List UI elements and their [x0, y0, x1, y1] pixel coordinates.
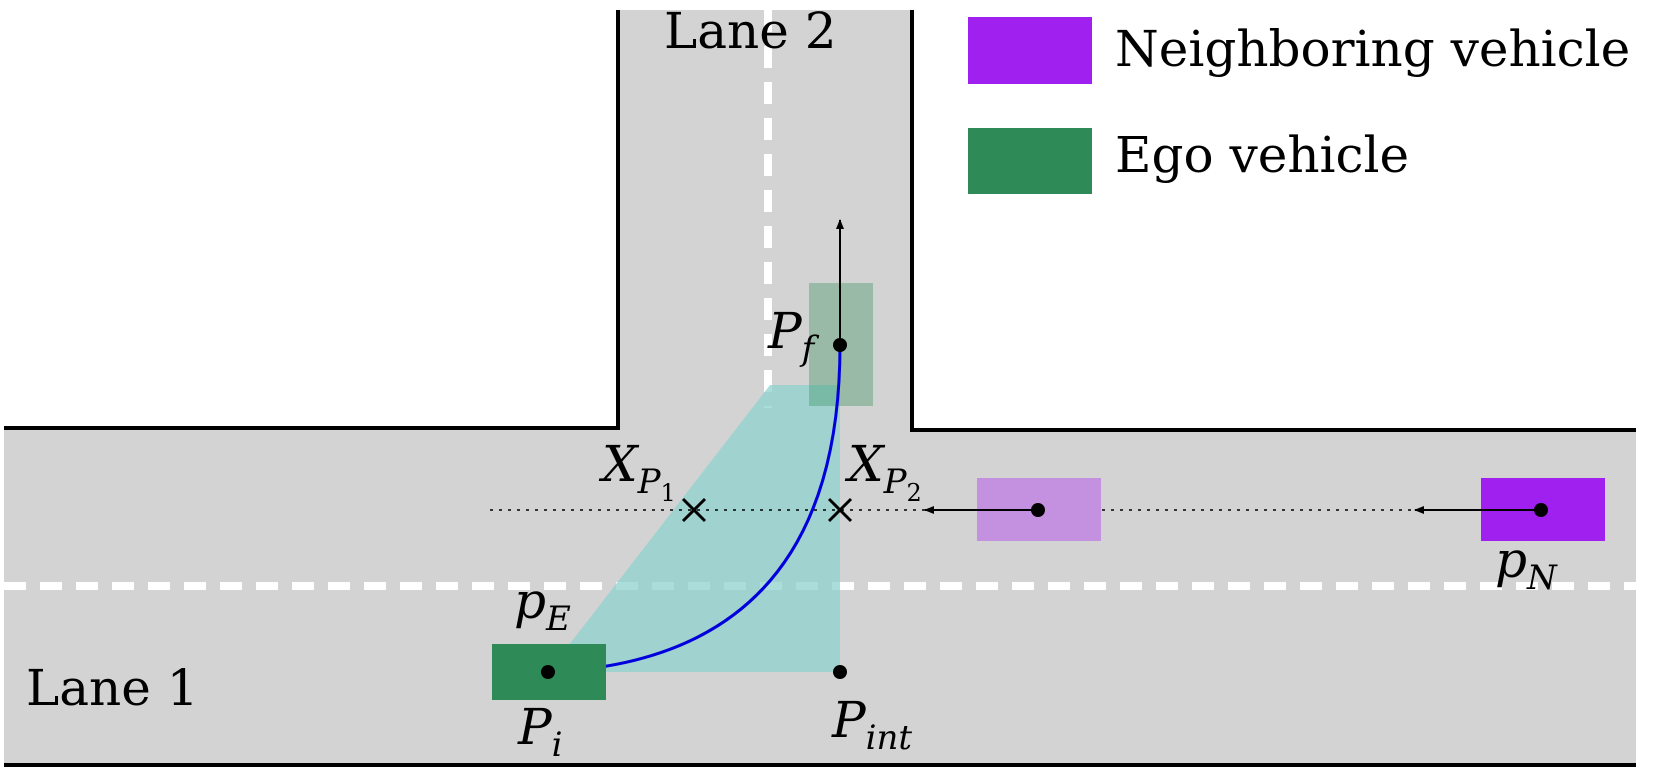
- point-p-int: [833, 665, 847, 679]
- point-p-f: [833, 338, 847, 352]
- road-edge-left: [4, 10, 620, 430]
- ego-trajectory: [547, 344, 842, 674]
- crossing-marker-x-p2: [827, 497, 853, 523]
- legend-label-neighboring: Neighboring vehicle: [1115, 20, 1630, 78]
- label-p-int: Pint: [831, 691, 912, 758]
- lane-2-label: Lane 2: [664, 2, 837, 60]
- point-p-n: [1534, 503, 1548, 517]
- crossing-marker-x-p1: [681, 497, 707, 523]
- point-neighbor-future: [1031, 503, 1045, 517]
- point-p-i: [541, 665, 555, 679]
- road-edge-right: [910, 10, 1636, 432]
- legend-swatch-ego: [968, 128, 1092, 194]
- label-p-n: pN: [1495, 531, 1558, 598]
- legend-label-ego: Ego vehicle: [1115, 126, 1409, 184]
- reachable-region: [548, 385, 840, 672]
- label-p-i: Pi: [517, 698, 563, 765]
- label-p-e: pE: [514, 572, 571, 639]
- legend-swatch-neighboring: [968, 17, 1092, 84]
- label-x-p1: XP1: [598, 435, 676, 507]
- label-x-p2: XP2: [844, 435, 922, 507]
- legend: Neighboring vehicle Ego vehicle: [968, 17, 1630, 194]
- lane-1-label: Lane 1: [26, 659, 199, 717]
